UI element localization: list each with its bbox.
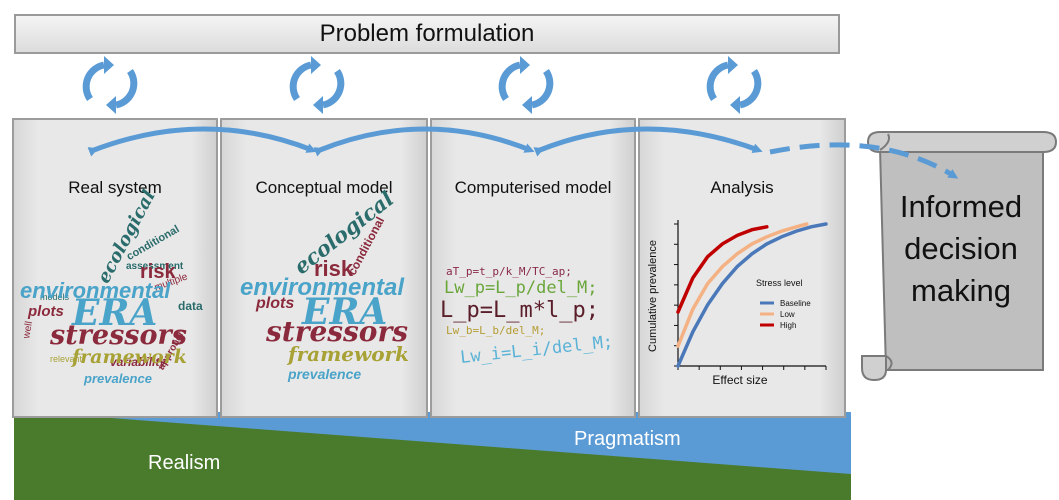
dashed-arrow-icon [769,142,959,179]
series-line-low [676,222,809,348]
series-line-baseline [676,222,828,368]
informed-decision-making: Informed decision making [876,186,1046,312]
word-environmental: environmental [20,278,171,303]
cycle-arrows-icon [289,56,345,114]
word-stressors: stressors [266,315,408,348]
word-risk: risk [140,261,176,283]
cycle-arrows-icon [498,56,554,114]
word-cloud-conceptual: ecological conditional risk environmenta… [222,120,430,420]
x-axis-label: Effect size [712,373,767,387]
y-axis-label: Cumulative prevalence [647,240,659,352]
problem-formulation-banner: Problem formulation [14,14,840,54]
word-small: assessment [126,261,184,272]
outcome-line: decision [904,231,1018,266]
outcome-line: Informed [899,189,1023,224]
legend-label: High [780,321,796,330]
word-small: models [40,292,70,302]
analysis-title: Analysis [710,178,774,197]
word-stressors: stressors [50,320,187,351]
equation-line: Lw_p=L_p/del_M; [444,278,598,298]
word-small: relevant [50,354,83,364]
legend-title: Stress level [756,278,803,288]
word-prevalence: prevalence [288,366,362,382]
equation-line: aT_p=t_p/k_M/TC_ap; [446,265,572,278]
word-cloud-real-system: assessment multiple data models well var… [14,120,220,420]
conceptual-model-panel: Conceptual model ecological conditional … [220,118,428,418]
equation-line: Lw_b=L_b/del_M; [446,324,546,337]
outcome-line: making [911,273,1011,308]
computerised-model-title: Computerised model [454,178,612,197]
word-framework: framework [72,346,187,368]
pragmatism-band [32,412,851,474]
cycle-arrows-icon [82,56,138,114]
scroll-icon [861,131,1058,382]
word-prevalence: prevalence [84,371,152,386]
curved-double-arrow-icon [87,126,317,157]
word-environmental: environmental [240,274,405,301]
word-small: data [178,299,203,313]
series-line-high [676,225,769,314]
word-plots: plots [28,303,64,320]
cycle-arrows-icon [706,56,762,114]
analysis-panel: Analysis Cumulative prevalence Effect si… [638,118,846,418]
legend-label: Baseline [780,299,811,308]
equations-block: aT_p=t_p/k_M/TC_ap; Lw_p=L_p/del_M; L_p=… [432,120,638,420]
realism-label: Realism [148,452,221,474]
real-system-panel: Real system assessment multiple data mod… [12,118,218,418]
word-era: ERA [72,292,158,334]
cumulative-prevalence-chart: Cumulative prevalence Effect size Stress… [647,220,828,387]
word-small: variability [110,355,167,369]
word-plots: plots [256,295,295,312]
legend-label: Low [780,310,795,319]
word-era: ERA [302,291,388,333]
curved-double-arrow-icon [313,126,535,157]
word-risk: risk [314,256,354,281]
word-framework: framework [288,342,409,366]
pragmatism-label: Pragmatism [574,428,681,450]
real-system-title: Real system [68,178,162,197]
conceptual-model-title: Conceptual model [255,178,393,197]
curved-double-arrow-icon [533,126,763,157]
equation-line: L_p=L_m*l_p; [440,298,599,323]
problem-formulation-title: Problem formulation [319,20,535,47]
computerised-model-panel: Computerised model aT_p=t_p/k_M/TC_ap; L… [430,118,636,418]
